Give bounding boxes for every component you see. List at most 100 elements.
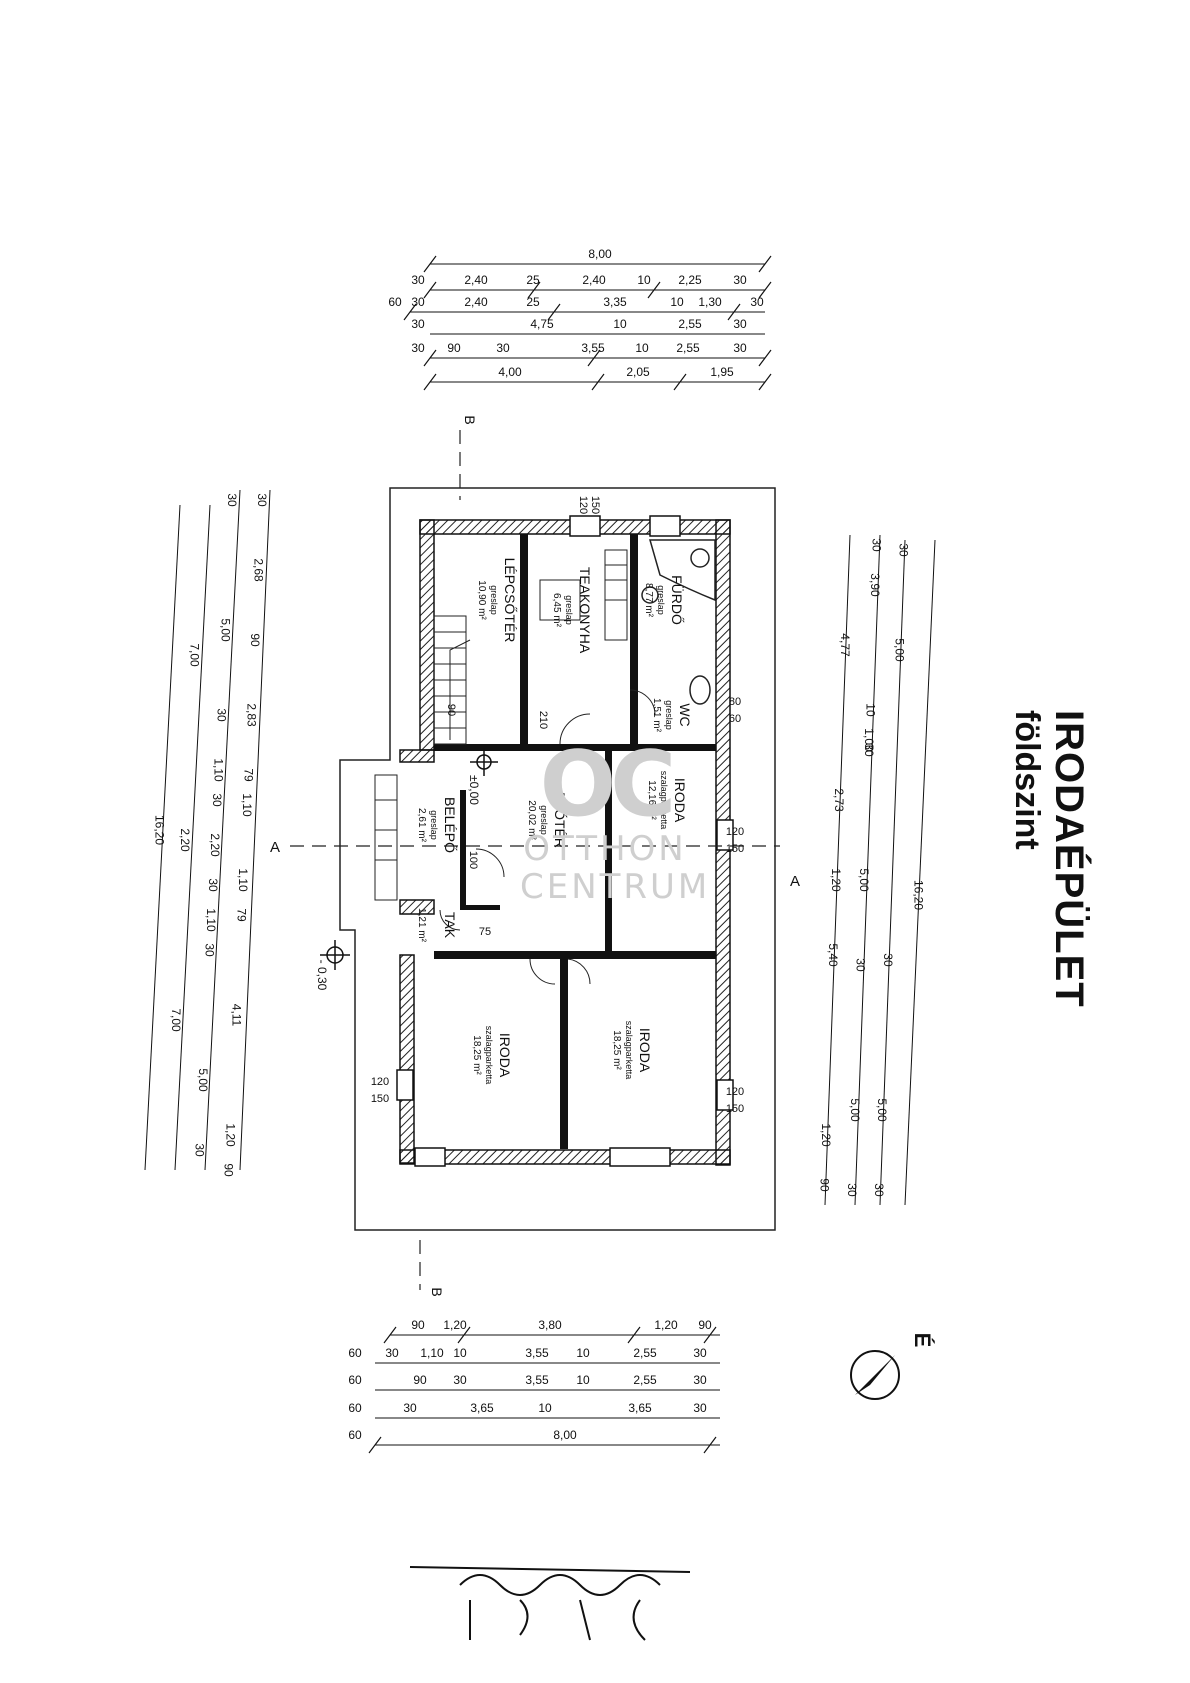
dim-right-c-1: 2,73 (832, 788, 846, 812)
dim-top-row2-3: 2,40 (582, 273, 606, 287)
dim-left-b-1: 2,20 (178, 828, 192, 852)
room-floor-lepcsoter: greslap (489, 585, 499, 615)
dim-top-row2-4: 10 (637, 273, 651, 287)
opening-win-a2: 120 (726, 826, 744, 838)
opening-win-a4: 120 (371, 1076, 389, 1088)
dim-bottom-row2-2: 1,10 (420, 1346, 444, 1360)
room-floor-iroda2: szalagparketta (484, 1026, 494, 1085)
dim-top-row1-0: 8,00 (588, 247, 612, 261)
dim-top-row3-2: 2,40 (464, 295, 488, 309)
room-floor-iroda1: szalagparketta (659, 771, 669, 830)
dim-right-b-3: 1,00 (862, 728, 876, 752)
dim-left-c-5: 2,20 (208, 833, 222, 857)
dim-right-b-5: 5,00 (857, 868, 871, 892)
dim-bottom-row2-7: 30 (693, 1346, 707, 1360)
opening-75: 75 (479, 926, 491, 938)
dim-bottom-row4-1: 30 (403, 1401, 417, 1415)
dim-top-row5-4: 10 (635, 341, 649, 355)
dim-left-d-6: 1,10 (236, 868, 250, 892)
dim-bottom-row3-2: 30 (453, 1373, 467, 1387)
dim-right-b-4: 30 (862, 743, 876, 757)
dim-left-c-8: 30 (203, 943, 217, 957)
room-area-wc: 1,51 m² (651, 698, 662, 733)
north-label: É (910, 1333, 935, 1348)
section-a-right: A (790, 873, 800, 890)
kitchen-fixtures (539, 549, 628, 641)
dim-right-b-7: 5,00 (848, 1098, 862, 1122)
section-lines (290, 430, 780, 1290)
dim-right-d-4: 30 (872, 1183, 886, 1197)
dim-bottom-row3-5: 2,55 (633, 1373, 657, 1387)
dim-left-c-0: 30 (225, 493, 239, 507)
dim-left-d-7: 79 (234, 908, 248, 922)
dim-right-d-3: 5,00 (875, 1098, 889, 1122)
section-b-top: B (462, 415, 478, 424)
opening-door-h: 210 (537, 711, 549, 729)
dim-bottom-row5-1: 8,00 (553, 1428, 577, 1442)
room-area-belepo: 2,61 m² (416, 808, 427, 843)
dim-top-row4-4: 30 (733, 317, 747, 331)
watermark-line1: OTTHON (523, 829, 687, 869)
opening-win-a: 120 (577, 496, 589, 514)
section-a-left: A (270, 839, 280, 856)
dim-left-b-0: 7,00 (187, 643, 201, 667)
dimension-lines (144, 263, 936, 1446)
room-name-lepcsoter: LÉPCSŐTÉR (502, 558, 518, 643)
dim-top-row5-2: 30 (496, 341, 510, 355)
dim-left-c-6: 30 (206, 878, 220, 892)
dim-bottom-row3-0: 60 (348, 1373, 362, 1387)
dim-left-d-2: 90 (248, 633, 262, 647)
opening-60: 60 (729, 713, 741, 725)
dim-bottom-row5-0: 60 (348, 1428, 362, 1442)
dim-top-row3-5: 10 (670, 295, 684, 309)
room-name-eloter: ELŐTÉR (552, 792, 568, 848)
dim-top-row3-0: 60 (388, 295, 402, 309)
dim-left-c-4: 30 (210, 793, 224, 807)
watermark-line2: CENTRUM (520, 867, 711, 907)
opening-win-b2: 150 (726, 843, 744, 855)
dim-bottom-row3-3: 3,55 (525, 1373, 549, 1387)
room-area-teakonyha: 6,45 m² (551, 593, 562, 628)
room-floor-wc: greslap (664, 700, 674, 730)
opening-100: 100 (467, 851, 479, 869)
room-area-eloter: 20,02 m² (526, 800, 537, 840)
dim-top-row2-2: 25 (526, 273, 540, 287)
dim-left-d-3: 2,83 (244, 703, 258, 727)
room-name-teakonyha: TEAKONYHA (577, 567, 593, 654)
dim-bottom-row4-0: 60 (348, 1401, 362, 1415)
doors (439, 689, 656, 985)
bathtub (641, 539, 716, 705)
dim-left-d-8: 4,11 (229, 1004, 243, 1027)
dim-top-row2-0: 30 (411, 273, 425, 287)
opening-win-b: 150 (589, 496, 601, 514)
dim-top-row2-6: 30 (733, 273, 747, 287)
dim-top-row6-1: 2,05 (626, 365, 650, 379)
dim-bottom-row1-1: 1,20 (443, 1318, 467, 1332)
dim-top-row6-0: 4,00 (498, 365, 522, 379)
dim-top-row5-0: 30 (411, 341, 425, 355)
dim-right-d-1: 5,00 (893, 638, 907, 662)
dim-top-row2-5: 2,25 (678, 273, 702, 287)
dim-right-b-1: 3,90 (868, 573, 882, 597)
dim-top-row3-4: 3,35 (603, 295, 627, 309)
room-area-iroda1: 12,16 m² (646, 780, 657, 820)
dim-top-row5-1: 90 (447, 341, 461, 355)
interior-walls (434, 534, 716, 1149)
dim-top-row4-2: 10 (613, 317, 627, 331)
level-marker-zero (470, 748, 498, 776)
room-floor-eloter: greslap (539, 805, 549, 835)
dim-top-row2-1: 2,40 (464, 273, 488, 287)
opening-win-b3: 150 (726, 1103, 744, 1115)
level-zero-label: ±0,00 (467, 775, 481, 805)
dim-bottom-row4-3: 10 (538, 1401, 552, 1415)
windows (396, 515, 734, 1167)
room-floor-belepo: greslap (429, 810, 439, 840)
room-floor-iroda3: szalagparketta (624, 1021, 634, 1080)
dim-top-row4-0: 30 (411, 317, 425, 331)
entrance-steps (374, 774, 398, 901)
room-area-tak: 1,21 m² (416, 908, 427, 943)
dim-left-d-5: 1,10 (240, 793, 254, 817)
title-block: IRODAÉPÜLET földszint (1008, 710, 1095, 1030)
dim-bottom-row1-4: 90 (698, 1318, 712, 1332)
dim-top-row6-2: 1,95 (710, 365, 734, 379)
